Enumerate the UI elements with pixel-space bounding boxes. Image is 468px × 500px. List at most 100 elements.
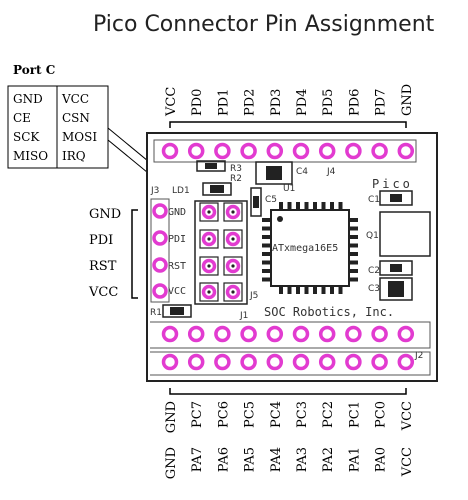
header-pin-label: GND bbox=[164, 447, 179, 479]
top-bracket bbox=[169, 121, 407, 128]
j3-pad bbox=[152, 257, 168, 273]
chip-label: ATxmega16E5 bbox=[272, 243, 338, 254]
header-pin-label: PC6 bbox=[216, 401, 231, 428]
designator-c4: C4 bbox=[296, 167, 308, 177]
bottom-bracket bbox=[169, 388, 407, 395]
header-pad bbox=[240, 353, 257, 371]
designator-q1: Q1 bbox=[366, 231, 379, 241]
header-pin-label: GND bbox=[400, 84, 415, 116]
designator-j3: J3 bbox=[150, 186, 159, 196]
header-pin-label: PA3 bbox=[295, 447, 310, 472]
designator-r1: R1 bbox=[150, 308, 162, 318]
side-label-gnd: GND bbox=[89, 207, 121, 222]
pdi-silk-gnd: GND bbox=[168, 207, 186, 218]
header-pad bbox=[397, 142, 415, 160]
header-pad bbox=[397, 353, 415, 371]
header-pad bbox=[161, 142, 179, 160]
header-pad bbox=[397, 325, 415, 343]
designator-c3: C3 bbox=[368, 284, 380, 294]
header-pin-label: PA6 bbox=[216, 447, 231, 472]
header-pin-label: PA1 bbox=[347, 447, 362, 472]
designator-j5: J5 bbox=[249, 291, 258, 301]
mcu-chip: ATxmega16E5 bbox=[262, 202, 358, 294]
side-label-pdi: PDI bbox=[89, 233, 113, 248]
header-pad bbox=[266, 325, 284, 343]
header-pin-label: PA4 bbox=[269, 447, 284, 472]
bottom-pad-row-1 bbox=[161, 325, 415, 343]
header-pin-label: PD3 bbox=[269, 89, 284, 116]
pdi-connector-pads bbox=[199, 202, 243, 302]
port-c-cell: MOSI bbox=[62, 130, 97, 144]
header-pad bbox=[371, 353, 388, 371]
bottom-pad-row-2 bbox=[161, 353, 415, 371]
pdi-side-labels: GND PDI RST VCC bbox=[88, 207, 138, 300]
pdi-pad bbox=[201, 231, 217, 247]
header-pin-label: PC5 bbox=[243, 401, 258, 428]
page-title: Pico Connector Pin Assignment bbox=[93, 12, 435, 37]
header-pad bbox=[345, 353, 362, 371]
port-c-cell: VCC bbox=[61, 92, 89, 106]
header-pin-label: PD2 bbox=[243, 89, 258, 116]
port-c-heading: Port C bbox=[13, 63, 55, 77]
j3-pad bbox=[152, 230, 168, 246]
port-c-cell: CE bbox=[13, 111, 31, 125]
port-c-table: GND VCC CE CSN SCK MOSI MISO IRQ bbox=[7, 85, 109, 169]
header-pad bbox=[318, 325, 336, 343]
header-pad bbox=[214, 325, 231, 343]
header-pad bbox=[345, 142, 362, 160]
designator-j4: J4 bbox=[326, 167, 336, 177]
pdi-pad bbox=[201, 258, 217, 274]
designator-ld1: LD1 bbox=[172, 186, 190, 196]
port-c-cell: MISO bbox=[13, 149, 48, 163]
designator-c1: C1 bbox=[368, 195, 380, 205]
header-pad bbox=[187, 325, 205, 343]
header-pad bbox=[292, 142, 310, 160]
header-pin-label: PD1 bbox=[216, 89, 231, 116]
header-pad bbox=[214, 142, 231, 160]
header-pad bbox=[318, 353, 336, 371]
pico-board: R3 R2 C4 J4 Pico J3 LD1 U1 C5 C1 GND PDI… bbox=[146, 132, 438, 382]
header-pin-label: VCC bbox=[164, 87, 179, 117]
header-pin-label: PC4 bbox=[269, 401, 284, 428]
header-pad bbox=[318, 142, 336, 160]
header-pin-label: PC7 bbox=[190, 401, 205, 428]
header-pin-label: PC3 bbox=[295, 401, 310, 428]
header-pad bbox=[266, 142, 284, 160]
header-pad bbox=[187, 142, 205, 160]
pdi-pad bbox=[201, 204, 217, 220]
header-pad bbox=[345, 325, 362, 343]
header-pin-label: GND bbox=[164, 401, 179, 433]
header-pad bbox=[266, 353, 284, 371]
header-pin-label: PC0 bbox=[374, 401, 389, 428]
header-pad bbox=[292, 353, 310, 371]
pdi-pad bbox=[201, 284, 217, 300]
j3-pad bbox=[152, 283, 168, 299]
designator-c2: C2 bbox=[368, 266, 380, 276]
pdi-silk-rst: RST bbox=[168, 261, 186, 272]
designator-r2: R2 bbox=[230, 174, 242, 184]
j3-pads bbox=[150, 198, 170, 303]
header-pin-label: PA0 bbox=[374, 447, 389, 472]
header-pin-label: PD4 bbox=[295, 89, 310, 116]
pdi-pad bbox=[225, 258, 241, 274]
header-pin-label: PD7 bbox=[374, 89, 389, 116]
designator-j2: J2 bbox=[414, 351, 423, 361]
header-pin-label: PA7 bbox=[190, 447, 205, 472]
header-pad bbox=[214, 353, 231, 371]
header-pad bbox=[240, 142, 257, 160]
header-pin-label: PA5 bbox=[243, 447, 258, 472]
header-pin-label: VCC bbox=[400, 447, 415, 477]
port-c-cell: CSN bbox=[62, 111, 90, 125]
designator-u1: U1 bbox=[283, 184, 295, 194]
header-pin-label: PC2 bbox=[321, 401, 336, 428]
header-pin-label: PD0 bbox=[190, 89, 205, 116]
j3-pad bbox=[152, 203, 168, 219]
brand-label: Pico bbox=[372, 177, 413, 191]
port-c-cell: IRQ bbox=[62, 149, 86, 163]
side-label-vcc: VCC bbox=[88, 285, 118, 300]
header-pad bbox=[371, 142, 388, 160]
